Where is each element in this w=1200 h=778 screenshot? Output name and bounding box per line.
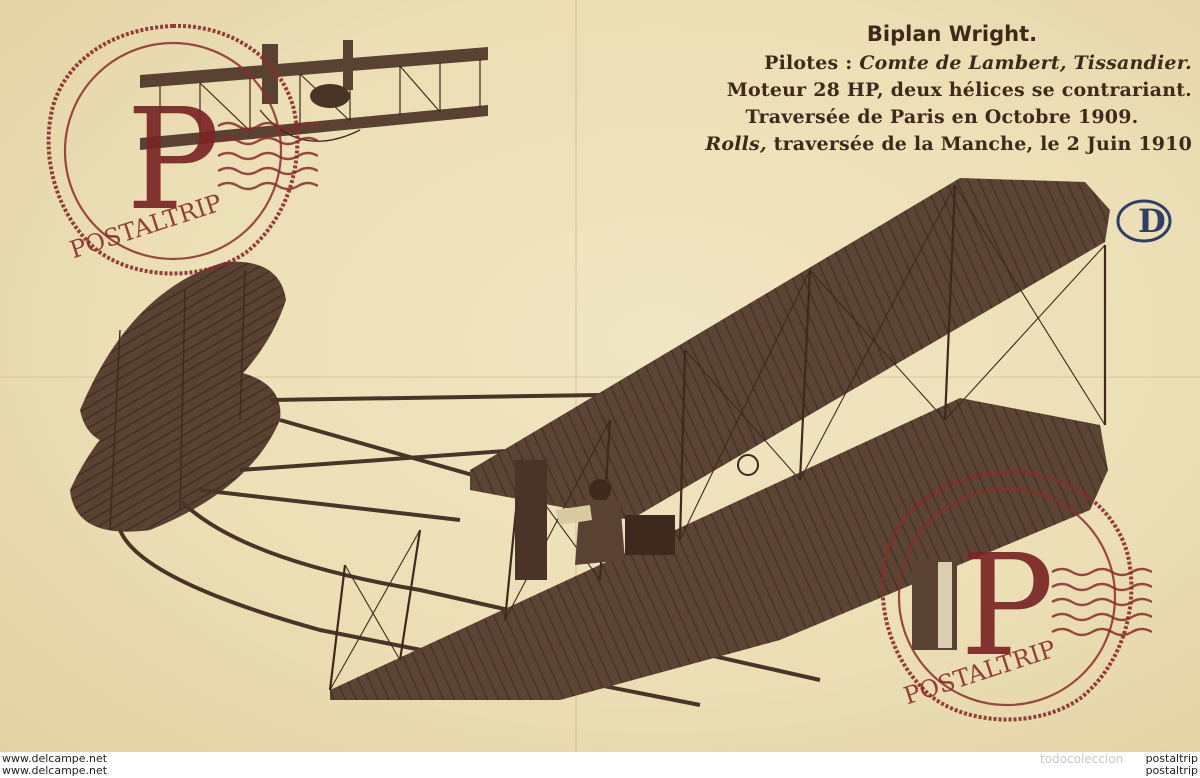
lower-wing — [330, 398, 1108, 700]
postaltrip-stamp-top: P POSTALTRIP — [46, 23, 318, 276]
stamp-bottom-letter: P — [960, 525, 1054, 688]
rear-rudder — [912, 560, 957, 650]
footer-strip: www.delcampe.net www.delcampe.net todoco… — [0, 752, 1200, 778]
caption-title: Biplan Wright. — [866, 22, 1038, 46]
front-elevator — [70, 261, 286, 532]
footer-right-line1: postaltrip — [1145, 752, 1198, 765]
fold-line-vertical — [575, 0, 577, 752]
fold-line-horizontal — [0, 376, 1200, 378]
postcard: Biplan Wright. Pilotes : Comte de Lamber… — [0, 0, 1200, 752]
footer-left-line2[interactable]: www.delcampe.net — [2, 764, 108, 777]
rolls-rest: traversée de la Manche, le 2 Juin 1910 — [773, 133, 1192, 155]
footer-right: postaltrip postaltrip — [1146, 753, 1198, 777]
footer-right-line2: postaltrip — [1145, 764, 1198, 777]
pilots-names: Comte de Lambert, Tissandier. — [859, 52, 1192, 74]
rolls-name: Rolls, — [705, 133, 767, 155]
caption-rolls: Rolls, traversée de la Manche, le 2 Juin… — [632, 131, 1192, 158]
corner-mark-letter: D — [1138, 202, 1166, 240]
caption-pilots: Pilotes : Comte de Lambert, Tissandier. — [632, 50, 1192, 77]
footer-left-line1[interactable]: www.delcampe.net — [2, 752, 108, 765]
upper-wing — [470, 178, 1110, 520]
wright-biplane-illustration — [70, 40, 1110, 707]
postaltrip-stamp-bottom: P POSTALTRIP — [880, 469, 1152, 722]
corner-mark: D — [1116, 199, 1172, 243]
todocoleccion-watermark: todocoleccion — [1040, 752, 1124, 766]
stamp-top-letter: P — [126, 79, 220, 242]
caption-engine: Moteur 28 HP, deux hélices se contrarian… — [726, 79, 1192, 101]
pilot-figure — [515, 454, 759, 580]
caption-block: Biplan Wright. Pilotes : Comte de Lamber… — [632, 22, 1192, 158]
skids-outriggers — [118, 393, 821, 707]
caption-paris: Traversée de Paris en Octobre 1909. — [745, 106, 1139, 128]
pilots-label: Pilotes : — [764, 52, 853, 74]
footer-left: www.delcampe.net www.delcampe.net — [2, 753, 107, 777]
